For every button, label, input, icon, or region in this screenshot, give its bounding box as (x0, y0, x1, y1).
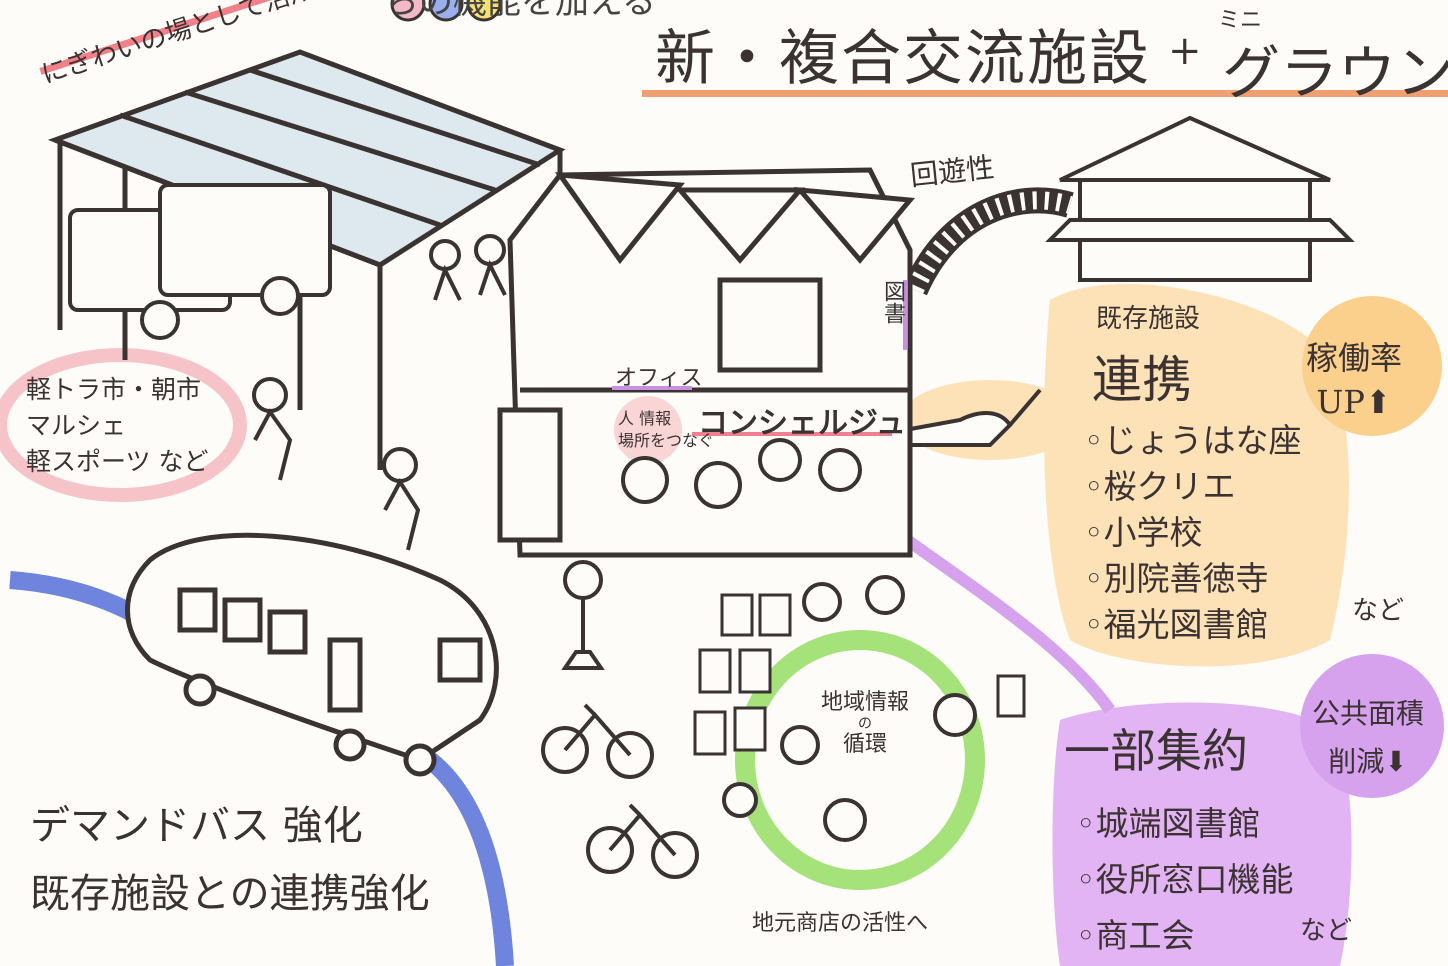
chiiki-line: の (858, 716, 872, 732)
person-icon (252, 234, 977, 842)
color-dot-yellow (466, 0, 502, 22)
existing-item: ◦桜クリエ (1084, 467, 1236, 506)
hito-line: 場所をつなぐ (618, 431, 715, 450)
market-list: 軽トラ市・朝市 マルシェ 軽スポーツ など (26, 372, 208, 480)
existing-list: ◦じょうはな座 ◦桜クリエ ◦小学校 ◦別院善徳寺 ◦福光図書館 (1084, 418, 1301, 648)
demand-text: デマンドバス 強化 既存施設との連携強化 (30, 792, 430, 928)
handshake-icon (903, 388, 1042, 447)
chiiki-label: 地域情報 の 循環 (800, 690, 930, 758)
existing-suffix: など (1352, 596, 1405, 626)
existing-title: 連携 (1092, 351, 1192, 409)
road-path-2 (424, 752, 514, 966)
tosho-bar (903, 280, 907, 350)
existing-blob (1044, 283, 1349, 667)
nigiwai-underline (39, 0, 299, 75)
office-underline (612, 386, 692, 390)
kado-badge (1302, 296, 1442, 436)
chiiki-line: 循環 (842, 732, 887, 757)
consolidate-item: ◦役所窓口機能 (1076, 860, 1294, 899)
paper-icon (693, 593, 1026, 756)
consolidate-title: 一部集約 (1064, 724, 1248, 778)
consolidate-suffix: など (1300, 916, 1353, 946)
concierge-underline (692, 432, 892, 436)
consolidate-item: ◦商工会 (1076, 916, 1195, 955)
hito-line: 人 情報 (618, 409, 672, 428)
color-dot-pink (390, 0, 426, 22)
jimoto-label: 地元商店の活性へ (752, 911, 929, 936)
demand-line: 既存施設との連携強化 (30, 871, 430, 917)
market-line: マルシェ (26, 411, 127, 440)
page-title: 新・複合交流施設 (655, 24, 1151, 94)
bus-stop-icon (561, 560, 605, 670)
title-underline (642, 90, 1448, 97)
chiiki-circle (735, 630, 985, 890)
market-line: 軽トラ市・朝市 (26, 375, 202, 404)
canopy-icon (47, 49, 566, 470)
title-ground: グラウンド (1222, 39, 1448, 107)
bus-icon (125, 532, 499, 777)
kokyo-badge-text: 公共面積 削減⬇ (1312, 690, 1424, 786)
office-label: オフィス (615, 366, 703, 391)
title-top-cut: らの機能を加える (385, 0, 656, 22)
kokyo-line: 公共面積 (1312, 697, 1425, 730)
consolidate-item: ◦城端図書館 (1076, 804, 1261, 843)
truck-icon (68, 183, 332, 340)
kokyo-line: 削減⬇ (1328, 745, 1408, 778)
existing-item: ◦小学校 (1084, 513, 1203, 552)
bicycle-icon (541, 703, 654, 779)
hito-highlight (614, 396, 682, 464)
kokyo-badge (1300, 654, 1444, 798)
kado-badge-text: 稼働率 UP⬆ (1306, 336, 1402, 424)
demand-line: デマンドバス 強化 (30, 803, 363, 849)
bicycle-icon-2 (586, 803, 699, 879)
hito-label: 人 情報 場所をつなぐ (618, 408, 714, 452)
color-dot-blue (428, 0, 464, 22)
tosho-label: 図書 (880, 280, 905, 324)
title-mini: ミニ (1218, 8, 1263, 33)
kado-line: UP⬆ (1316, 383, 1392, 421)
market-line: 軽スポーツ など (26, 447, 209, 476)
existing-heading: 既存施設 (1096, 304, 1201, 334)
existing-item: ◦じょうはな座 (1084, 421, 1302, 460)
kaiyu-arch-inner (906, 191, 1073, 294)
existing-item: ◦福光図書館 (1084, 605, 1269, 644)
market-highlight (0, 348, 247, 502)
consolidate-blob (1052, 702, 1352, 966)
consolidate-list: ◦城端図書館 ◦役所窓口機能 ◦商工会 (1076, 796, 1293, 964)
kado-line: 稼働率 (1306, 339, 1403, 377)
building-icon (497, 167, 915, 558)
concierge-label: コンシェルジュ (698, 406, 906, 441)
title-plus: + (1168, 28, 1202, 74)
chiiki-line: 地域情報 (820, 690, 909, 715)
temple-icon (1045, 115, 1355, 282)
existing-item: ◦別院善徳寺 (1084, 559, 1269, 598)
